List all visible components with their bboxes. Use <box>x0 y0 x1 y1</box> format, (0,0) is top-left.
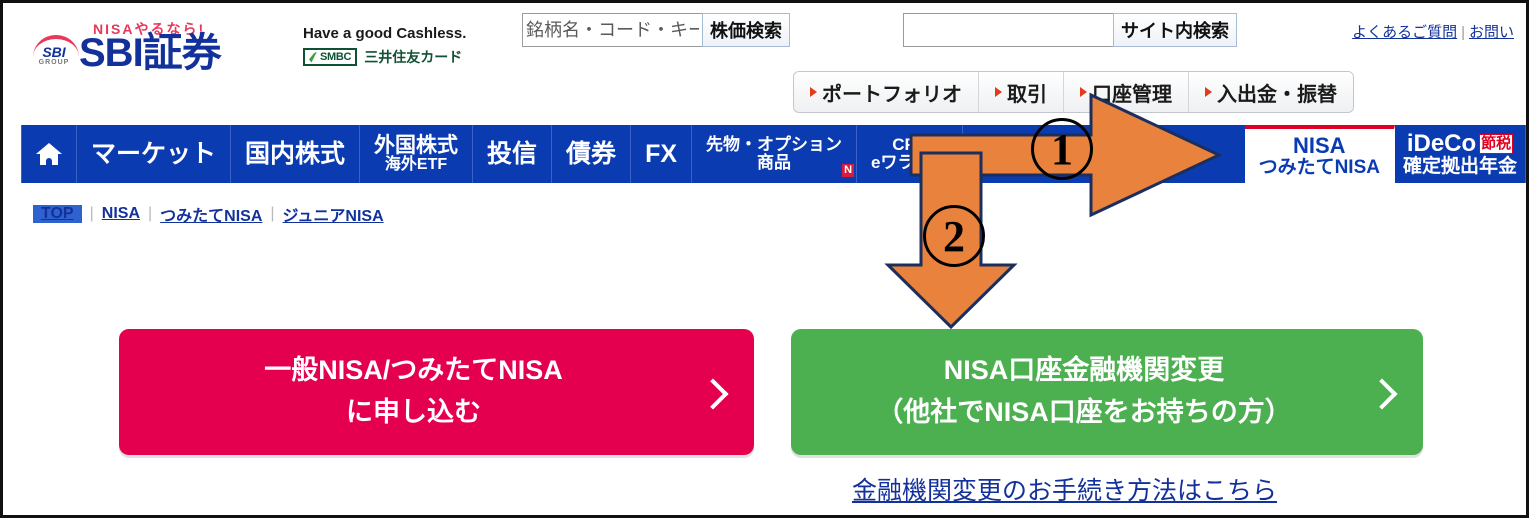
breadcrumb-separator: | <box>148 205 153 222</box>
nav-deposit-transfer[interactable]: 入出金・振替 <box>1189 72 1353 112</box>
nav-portfolio[interactable]: ポートフォリオ <box>794 72 979 112</box>
sbi-group-badge: SBI GROUP <box>31 35 79 66</box>
account-nav: ポートフォリオ 取引 口座管理 入出金・振替 <box>793 71 1354 113</box>
nav-futures-options[interactable]: 先物・オプション 商品 N <box>692 125 858 183</box>
nav-foreign-stocks-sublabel: 海外ETF <box>384 155 448 173</box>
new-badge: N <box>842 164 855 177</box>
nav-market[interactable]: マーケット <box>77 125 232 183</box>
breadcrumb-separator: | <box>270 205 275 222</box>
apply-nisa-button[interactable]: 一般NISA/つみたてNISA に申し込む <box>119 329 754 455</box>
nav-trade[interactable]: 取引 <box>979 72 1064 112</box>
nav-account-management[interactable]: 口座管理 <box>1064 72 1189 112</box>
arrow-right-icon <box>1080 87 1087 97</box>
nav-domestic-stocks[interactable]: 国内株式 <box>231 125 361 183</box>
nav-ideco-sublabel: 確定拠出年金 <box>1402 155 1517 177</box>
nav-fx[interactable]: FX <box>631 125 693 183</box>
cashless-promo: Have a good Cashless. SMBC 三井住友カード <box>303 25 513 67</box>
nav-futures-options-label: 先物・オプション <box>706 135 843 155</box>
logo-wordmark: SBI証券 <box>79 31 222 75</box>
breadcrumb-separator: | <box>89 205 94 222</box>
nav-market-label: マーケット <box>91 139 217 168</box>
breadcrumb-tsumitate-nisa[interactable]: つみたてNISA <box>160 208 263 225</box>
home-icon <box>36 143 62 165</box>
cashless-title: Have a good Cashless. <box>303 25 467 42</box>
smbc-logo: SMBC 三井住友カード <box>303 47 513 67</box>
change-institution-button[interactable]: NISA口座金融機関変更 （他社でNISA口座をお持ちの方） <box>791 329 1423 455</box>
nav-deposit-transfer-label: 入出金・振替 <box>1217 83 1337 106</box>
sbi-logo[interactable]: NISAやるなら! SBI GROUP SBI証券 <box>31 17 271 87</box>
nav-fx-label: FX <box>645 139 678 168</box>
nav-bonds-label: 債券 <box>566 139 617 168</box>
smbc-chip-text: SMBC <box>320 51 352 63</box>
apply-nisa-line1: 一般NISA/つみたてNISA <box>264 355 563 386</box>
nav-domestic-stocks-label: 国内株式 <box>245 139 346 168</box>
nav-ideco-label: iDeCo <box>1406 130 1477 158</box>
arrow-right-icon <box>1205 87 1212 97</box>
arrow-right-icon <box>995 87 1002 97</box>
annotation-arrow-1: 1 <box>909 92 1223 218</box>
site-search-button[interactable]: サイト内検索 <box>1113 13 1237 47</box>
header-utility-links: よくあるご質問|お問い <box>1352 21 1514 42</box>
breadcrumb: TOP | NISA | つみたてNISA | ジュニアNISA <box>33 202 392 226</box>
nav-ideco[interactable]: iDeCo 節税 確定拠出年金 <box>1395 125 1526 183</box>
nav-foreign-stocks-label: 外国株式 <box>374 133 459 157</box>
change-institution-line2: （他社でNISA口座をお持ちの方） <box>876 397 1292 427</box>
arrow-right-icon <box>810 87 817 97</box>
institution-change-howto-link[interactable]: 金融機関変更のお手続き方法はこちら <box>852 477 1278 505</box>
stock-search-input[interactable] <box>522 13 702 47</box>
global-nav: マーケット 国内株式 外国株式 海外ETF 投信 債券 FX 先物・オプション … <box>21 125 1526 183</box>
faq-link[interactable]: よくあるご質問 <box>1352 24 1458 41</box>
swoosh-icon <box>33 35 79 57</box>
nav-investment-trust-label: 投信 <box>487 139 538 168</box>
nav-account-management-label: 口座管理 <box>1092 83 1172 106</box>
nav-nisa-label: NISA <box>1293 133 1346 159</box>
breadcrumb-junior-nisa[interactable]: ジュニアNISA <box>282 208 384 225</box>
smbc-card-text: 三井住友カード <box>364 49 463 65</box>
stock-search-button[interactable]: 株価検索 <box>702 13 790 47</box>
contact-link[interactable]: お問い <box>1468 24 1514 41</box>
annotation-number-2: 2 <box>923 205 985 267</box>
nav-futures-options-sublabel: 商品 <box>757 153 792 172</box>
change-institution-line1: NISA口座金融機関変更 <box>943 355 1225 386</box>
site-search-group: サイト内検索 <box>903 13 1237 47</box>
nav-portfolio-label: ポートフォリオ <box>822 83 962 106</box>
nav-bonds[interactable]: 債券 <box>552 125 632 183</box>
annotation-number-1: 1 <box>1031 118 1093 180</box>
sbi-badge-sub: GROUP <box>38 59 70 66</box>
apply-nisa-label: 一般NISA/つみたてNISA に申し込む <box>119 329 708 455</box>
nav-trade-label: 取引 <box>1007 83 1047 106</box>
apply-nisa-line2: に申し込む <box>346 397 481 427</box>
smbc-chip: SMBC <box>303 48 358 66</box>
breadcrumb-nisa[interactable]: NISA <box>101 205 140 222</box>
site-search-input[interactable] <box>903 13 1113 47</box>
change-institution-label: NISA口座金融機関変更 （他社でNISA口座をお持ちの方） <box>791 329 1377 455</box>
nav-tsumitate-nisa-label: つみたてNISA <box>1258 156 1380 178</box>
nav-nisa[interactable]: NISA つみたてNISA <box>1244 125 1395 183</box>
annotation-arrow-2: 2 <box>884 151 1018 330</box>
link-separator: | <box>1461 24 1465 41</box>
tax-saving-badge: 節税 <box>1479 134 1514 155</box>
stock-search-group: 株価検索 <box>522 13 790 47</box>
leaf-icon <box>309 51 317 63</box>
nav-investment-trust[interactable]: 投信 <box>473 125 553 183</box>
nav-home[interactable] <box>21 125 77 183</box>
nav-foreign-stocks[interactable]: 外国株式 海外ETF <box>360 125 474 183</box>
breadcrumb-top[interactable]: TOP <box>33 205 82 223</box>
site-header: NISAやるなら! SBI GROUP SBI証券 Have a good Ca… <box>3 3 1526 118</box>
logo-tagline: NISAやるなら! <box>93 21 206 37</box>
